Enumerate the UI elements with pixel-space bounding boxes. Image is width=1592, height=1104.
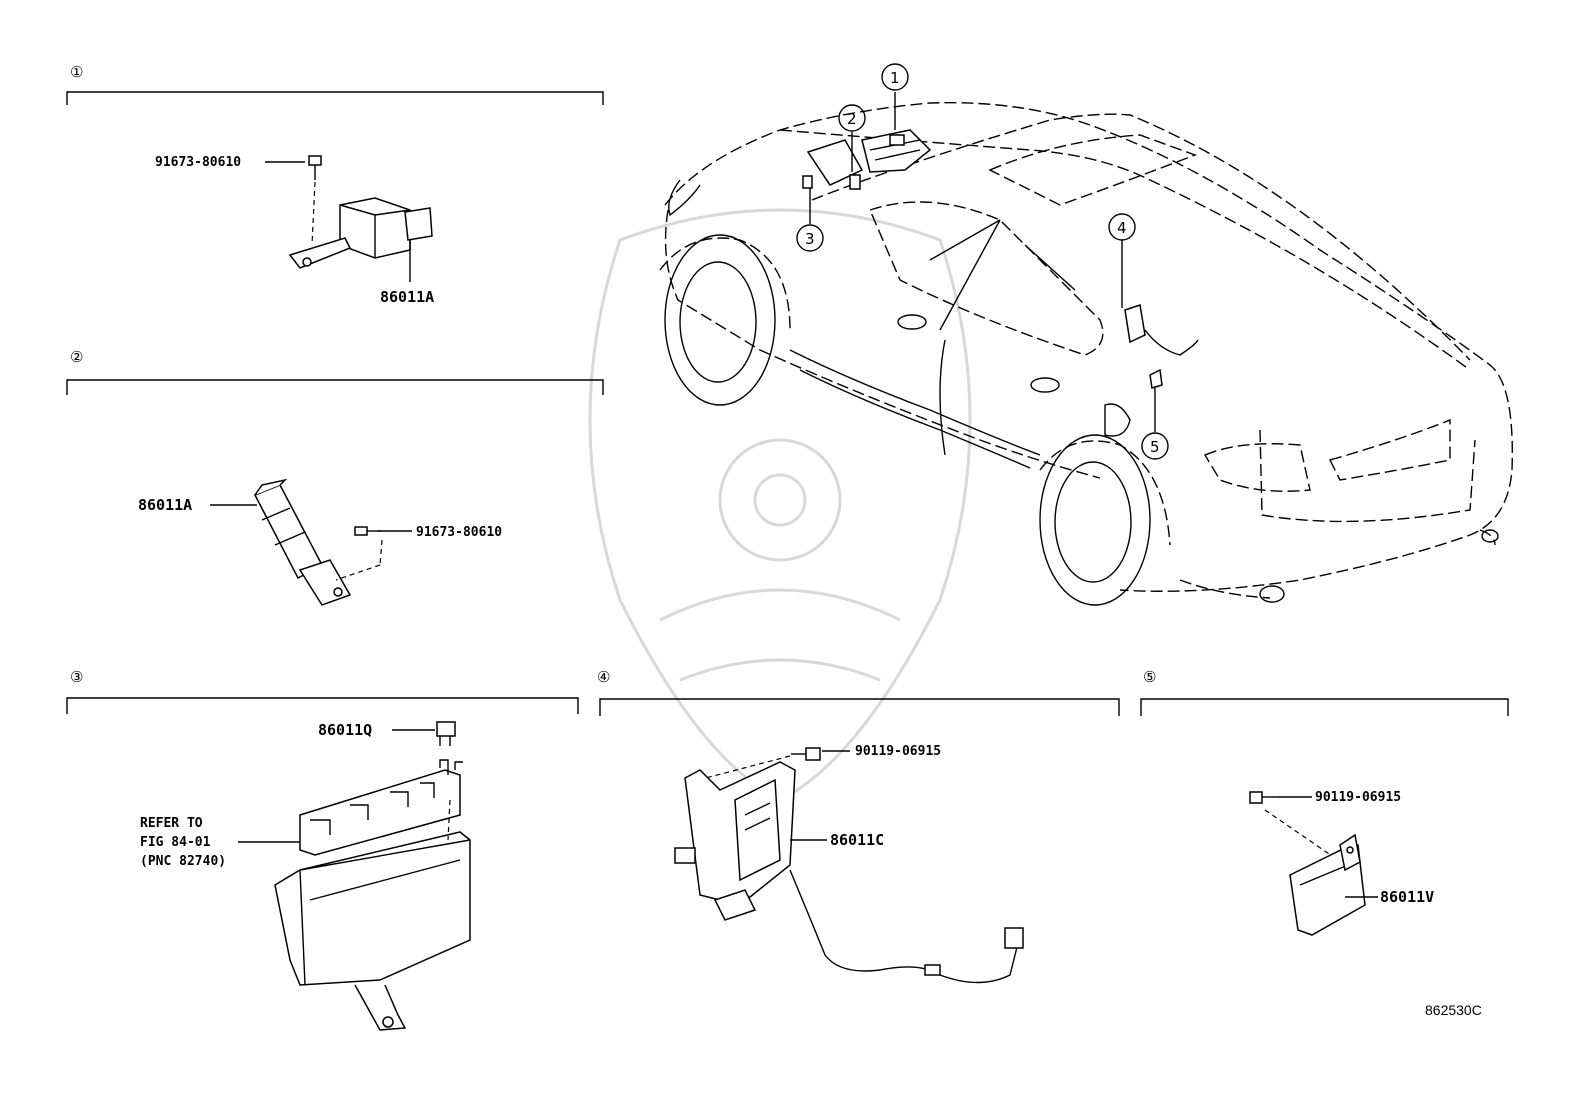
section-2-module-label: 86011A <box>138 496 192 514</box>
control-module-icon <box>1289 833 1366 936</box>
section-1: ① 91673-80610 86011A <box>66 63 604 306</box>
car-callout-5: 5 <box>1150 438 1160 456</box>
section-1-module-label: 86011A <box>380 288 434 306</box>
section-3-note-line-1: REFER TO <box>140 816 203 831</box>
section-4-number: ④ <box>597 668 610 686</box>
section-1-number: ① <box>70 63 83 81</box>
section-4-module-label: 86011C <box>830 831 884 849</box>
section-3-bracket <box>66 697 579 714</box>
vehicle-overview: 1 2 3 4 5 <box>659 63 1514 606</box>
clip-icon <box>436 721 456 746</box>
section-1-bracket <box>66 91 604 105</box>
section-3-number: ③ <box>70 668 83 686</box>
car-callout-2: 2 <box>847 110 857 128</box>
section-5-bolt-label: 90119-06915 <box>1315 790 1401 805</box>
section-1-bolt-label: 91673-80610 <box>155 155 241 170</box>
antenna-amplifier-icon <box>674 761 1024 984</box>
watermark-logo <box>588 208 972 802</box>
section-4-bolt-label: 90119-06915 <box>855 744 941 759</box>
figure-code: 862530C <box>1425 1002 1482 1018</box>
bolt-icon <box>354 526 381 536</box>
sensor-icon <box>253 478 352 606</box>
section-3-note-line-2: FIG 84-01 <box>140 835 211 850</box>
section-2-bracket <box>66 379 604 395</box>
bolt-icon <box>1249 791 1278 804</box>
section-4: ④ 90119-06915 86011C <box>597 668 1120 984</box>
section-2: ② 86011A 91673-80610 <box>66 348 604 606</box>
car-callout-4: 4 <box>1117 219 1127 237</box>
section-2-bolt-label: 91673-80610 <box>416 525 502 540</box>
car-callout-1: 1 <box>890 69 900 87</box>
bolt-icon <box>791 747 821 761</box>
bolt-icon <box>308 155 322 180</box>
section-3: ③ 86011Q REFER TO FIG 84-01 (PNC 82740) <box>66 668 579 1031</box>
section-2-number: ② <box>70 348 83 366</box>
section-5-module-label: 86011V <box>1380 888 1434 906</box>
section-5: ⑤ 90119-06915 86011V <box>1140 668 1509 936</box>
section-5-number: ⑤ <box>1143 668 1156 686</box>
section-5-bracket <box>1140 698 1509 716</box>
section-3-part-label: 86011Q <box>318 721 372 739</box>
junction-block-icon <box>274 759 471 1031</box>
section-4-bracket <box>599 698 1120 716</box>
car-callout-3: 3 <box>805 230 815 248</box>
relay-icon <box>288 197 433 269</box>
section-3-note-line-3: (PNC 82740) <box>140 854 226 869</box>
